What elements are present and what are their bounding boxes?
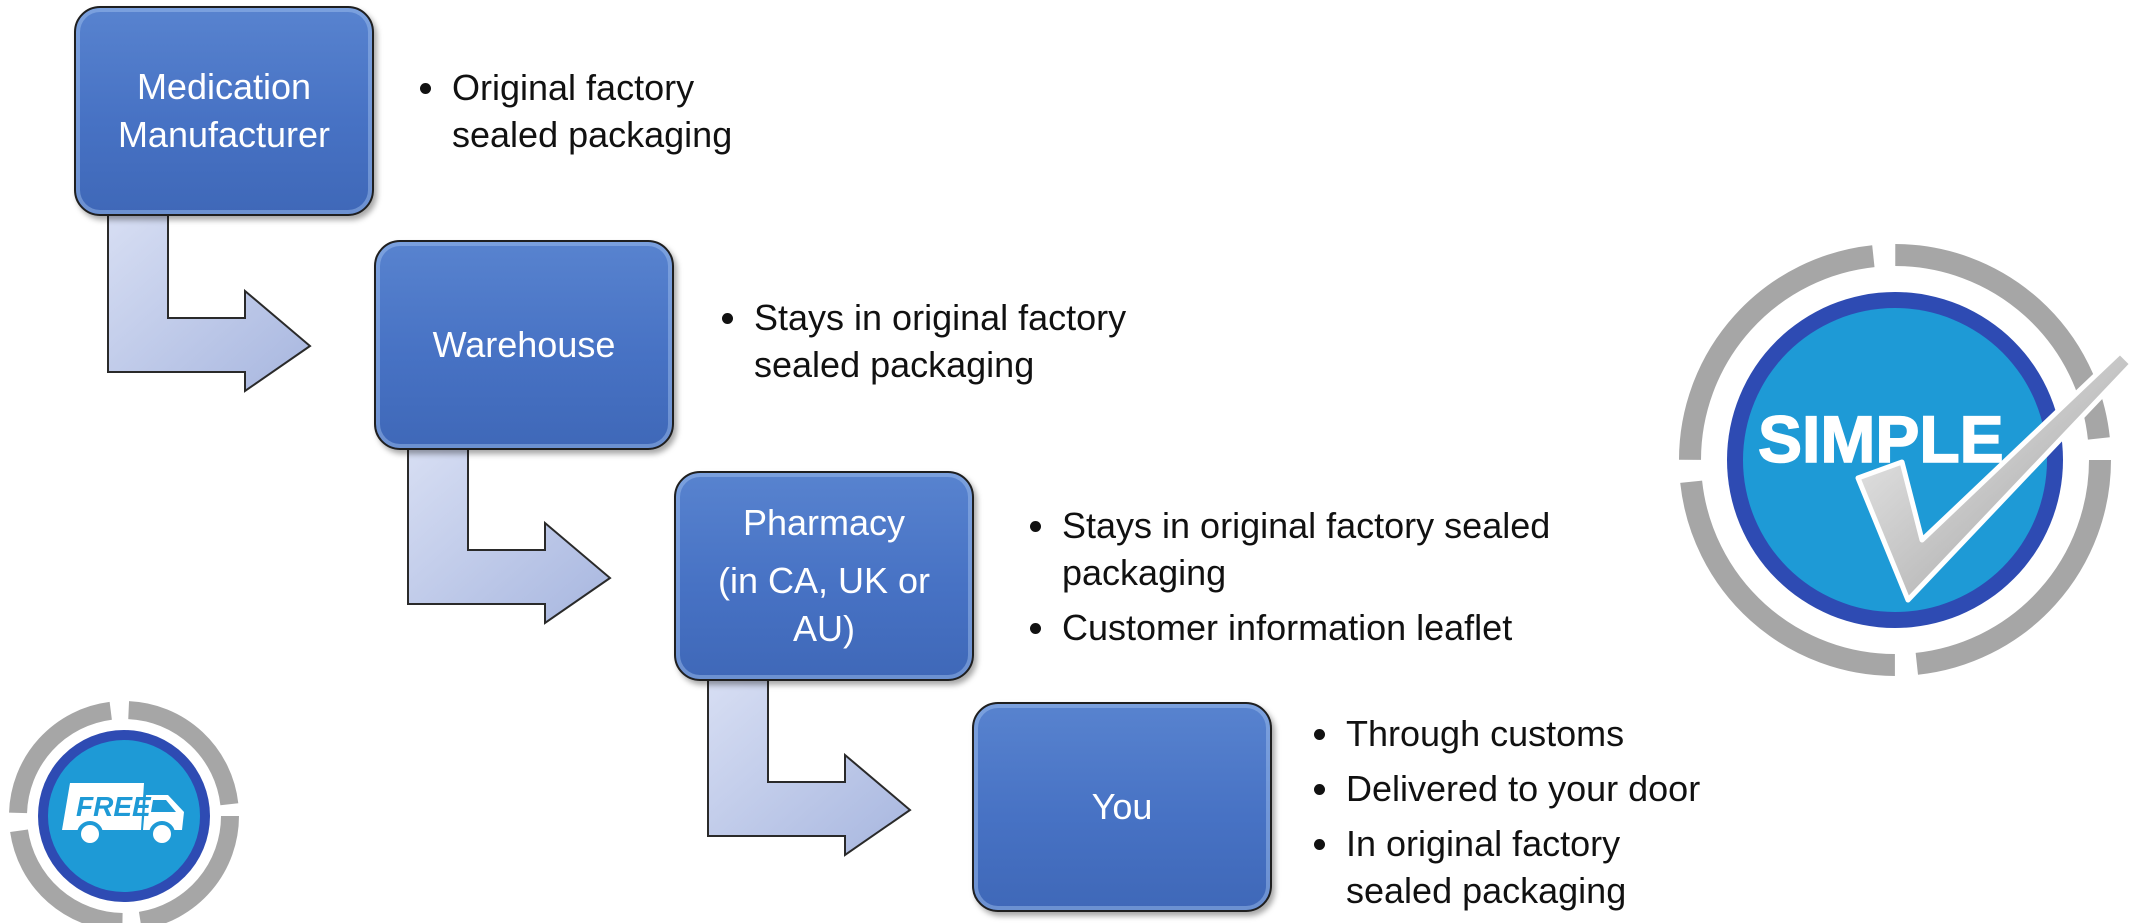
note-item: Stays in original factory sealed packagi… bbox=[1028, 502, 1608, 596]
arrow-connector-1 bbox=[107, 214, 312, 393]
step-label-line: Pharmacy bbox=[742, 502, 906, 544]
note-item: Stays in original factory sealed packagi… bbox=[720, 294, 1150, 388]
step-box-pharmacy: Pharmacy (in CA, UK or AU) bbox=[674, 471, 974, 681]
step-box-manufacturer: Medication Manufacturer bbox=[74, 6, 374, 216]
step-label-line: You bbox=[1091, 786, 1153, 828]
checkmark-icon bbox=[1855, 349, 2135, 603]
step-label-line: (in CA, UK or AU) bbox=[717, 560, 931, 649]
arrow-connector-3 bbox=[707, 679, 912, 857]
simple-check-badge: SIMPLE bbox=[1679, 244, 2135, 676]
step-box-you: You bbox=[972, 702, 1272, 912]
free-shipping-badge: FREE bbox=[9, 701, 239, 923]
step-label-line: Medication bbox=[136, 66, 312, 108]
step-notes-you: Through customs Delivered to your door I… bbox=[1312, 710, 1732, 922]
simple-badge-text: SIMPLE bbox=[1758, 402, 2004, 476]
step-notes-warehouse: Stays in original factory sealed packagi… bbox=[720, 294, 1150, 396]
delivery-truck-icon bbox=[62, 783, 184, 847]
step-box-warehouse: Warehouse bbox=[374, 240, 674, 450]
arrow-connector-2 bbox=[407, 447, 612, 625]
step-notes-manufacturer: Original factory sealed packaging bbox=[418, 64, 748, 166]
free-badge-text: FREE bbox=[76, 791, 152, 822]
step-label-line: Manufacturer bbox=[117, 114, 331, 155]
note-item: In original factory sealed packaging bbox=[1312, 820, 1732, 914]
note-item: Customer information leaflet bbox=[1028, 604, 1608, 651]
step-label-line: Warehouse bbox=[432, 324, 616, 366]
note-item: Delivered to your door bbox=[1312, 765, 1732, 812]
note-item: Through customs bbox=[1312, 710, 1732, 757]
note-item: Original factory sealed packaging bbox=[418, 64, 748, 158]
step-notes-pharmacy: Stays in original factory sealed packagi… bbox=[1028, 502, 1608, 659]
